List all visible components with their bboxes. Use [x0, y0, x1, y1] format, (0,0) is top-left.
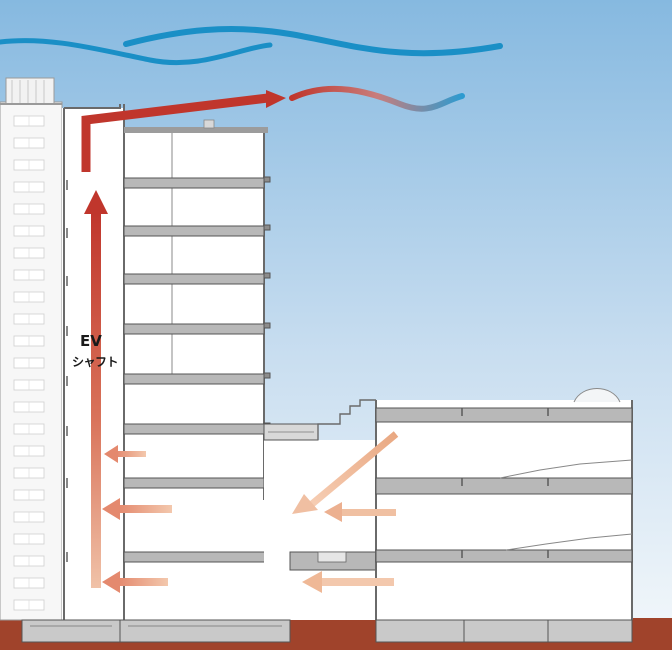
wind-wave-icon [0, 26, 503, 66]
balcony-edge [263, 322, 271, 329]
balcony-edge [263, 272, 271, 279]
floor-slab [123, 423, 265, 435]
main-building-tower [123, 119, 291, 620]
low-building [375, 388, 633, 620]
neighbor-building [0, 77, 63, 621]
foundation [21, 619, 633, 643]
exhaust-plume [81, 85, 465, 172]
balcony-edge [263, 372, 271, 379]
floor-slab [123, 177, 265, 189]
arrow-left-icon [102, 431, 399, 593]
floor-slab [123, 373, 265, 385]
floor-slab [123, 323, 265, 335]
balcony-edge [263, 176, 271, 183]
floor-slab [123, 477, 265, 489]
balcony-edge [263, 224, 271, 231]
arrow-up-icon [84, 190, 108, 588]
roof-dome-icon [573, 388, 621, 403]
floor-slab [123, 273, 265, 285]
ev-label: EV [80, 332, 102, 350]
floor-slab [123, 225, 265, 237]
roof-equipment [203, 119, 215, 129]
shaft-label: シャフト [72, 355, 119, 369]
